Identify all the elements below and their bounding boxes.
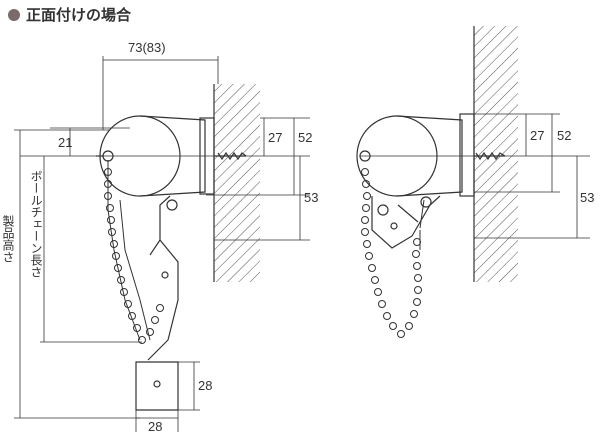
dim-52-left: 52 (298, 130, 312, 145)
left-wall (213, 84, 260, 282)
left-dimensions (14, 56, 310, 432)
right-ball-chain (361, 168, 425, 338)
right-dimensions (360, 113, 590, 239)
dim-28-width: 28 (148, 419, 162, 434)
section-title: 正面付けの場合 (26, 7, 132, 24)
title-bullet-icon (8, 8, 20, 21)
right-wall (473, 26, 518, 282)
dim-53-right: 53 (580, 190, 594, 205)
dim-27-right: 27 (530, 128, 544, 143)
dim-21: 21 (58, 135, 72, 150)
dim-27-left: 27 (268, 130, 282, 145)
dim-width-top: 73(83) (128, 40, 166, 55)
label-product-height: 製品高さ (1, 215, 15, 263)
dim-52-right: 52 (557, 128, 571, 143)
label-chain-length: ボールチェーン長さ (29, 170, 43, 278)
dim-53-left: 53 (304, 190, 318, 205)
section-heading: 正面付けの場合 (8, 4, 131, 25)
dim-28-height: 28 (198, 378, 212, 393)
left-ball-chain (104, 160, 164, 344)
